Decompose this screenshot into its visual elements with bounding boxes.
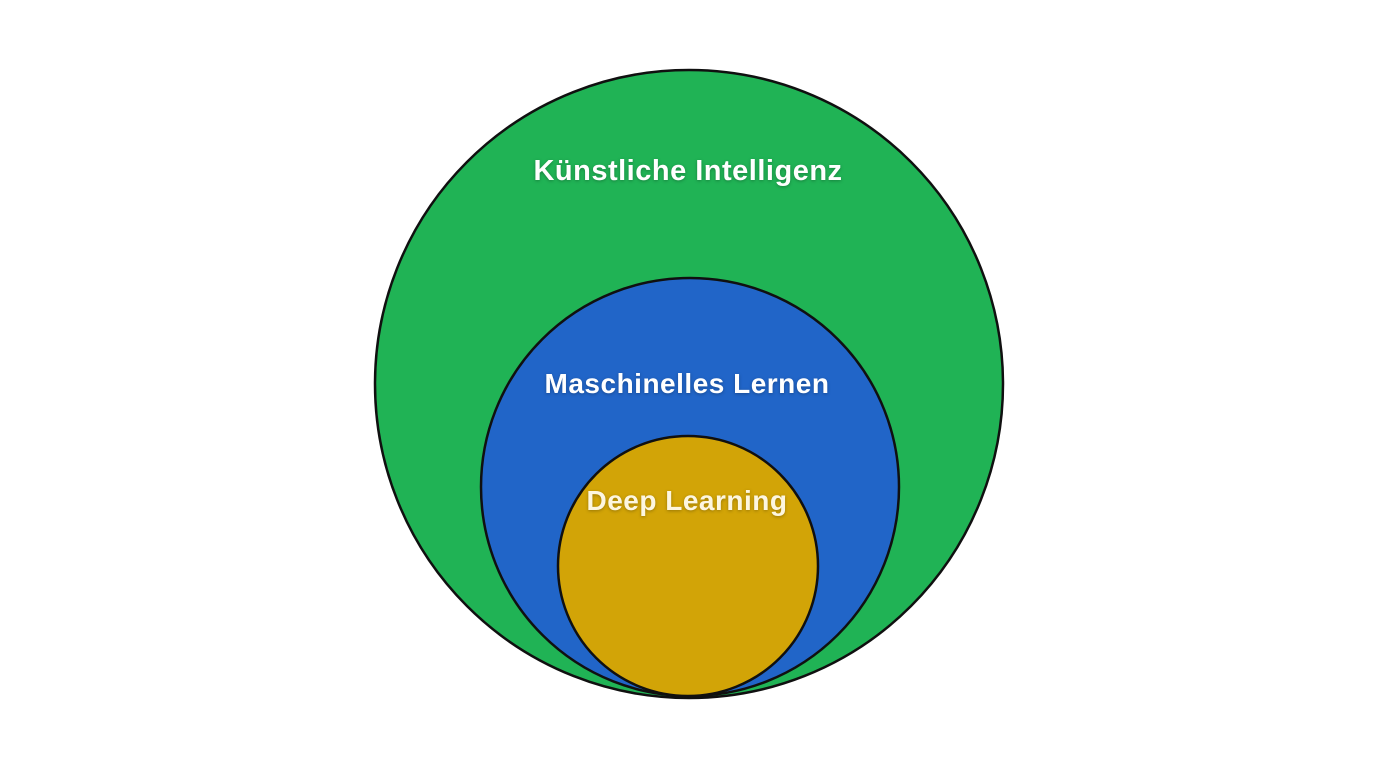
dl-circle (556, 434, 820, 698)
ai-label: Künstliche Intelligenz (533, 155, 842, 187)
dl-label: Deep Learning (587, 485, 788, 516)
ml-label: Maschinelles Lernen (545, 368, 830, 399)
